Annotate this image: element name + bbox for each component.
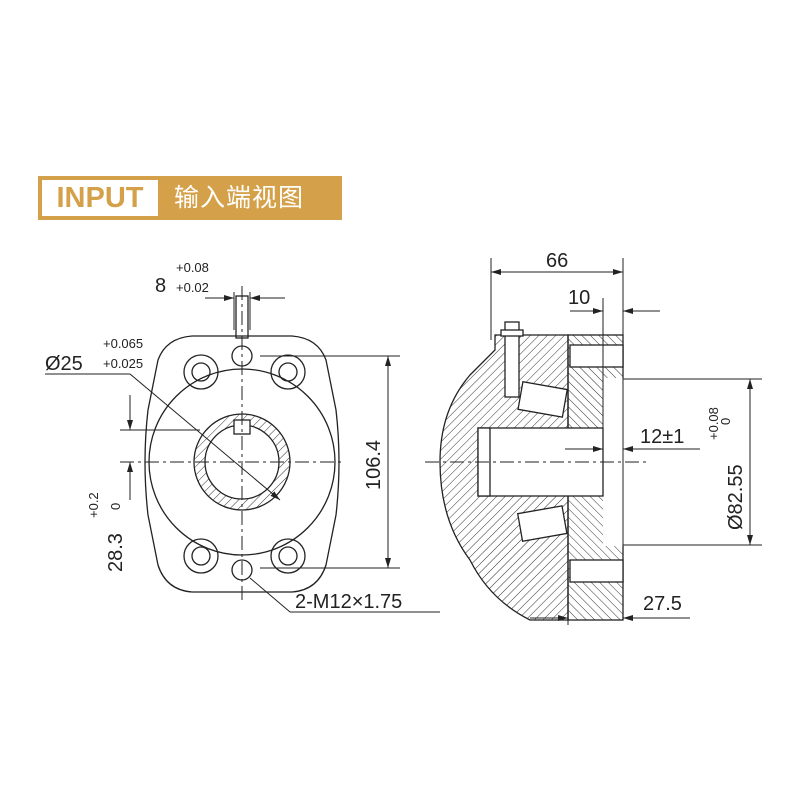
keyway-width: 8 xyxy=(155,275,166,297)
banner-subtitle: 输入端视图 xyxy=(174,184,305,212)
pilot-diameter: Ø82.55 xyxy=(725,464,747,530)
key-height: 28.3 xyxy=(105,533,127,572)
keyway-tol-lower: +0.02 xyxy=(176,280,209,295)
upper-bolt-hole xyxy=(569,344,624,368)
front-view xyxy=(45,286,440,613)
upper-bearing xyxy=(517,381,568,418)
side-view xyxy=(425,258,762,625)
lower-bearing xyxy=(516,505,568,543)
pilot-tol-lower: 0 xyxy=(718,418,733,425)
grease-fitting xyxy=(504,321,520,398)
pilot-tol-upper: +0.08 xyxy=(706,407,721,440)
key-tol-lower: 0 xyxy=(108,503,123,510)
thread-spec: 2-M12×1.75 xyxy=(295,591,402,613)
hole-spacing: 106.4 xyxy=(363,440,385,490)
shaft-tol-lower: +0.025 xyxy=(103,356,143,371)
title-banner: INPUT 输入端视图 xyxy=(38,176,342,220)
shaft-diameter: Ø25 xyxy=(45,353,83,375)
bolt-holes xyxy=(183,345,306,581)
key-tol-upper: +0.2 xyxy=(86,492,101,518)
flange-outline xyxy=(144,335,340,593)
shaft-tol-upper: +0.065 xyxy=(103,336,143,351)
pilot-depth: 27.5 xyxy=(643,593,682,615)
shaft-recess: 12±1 xyxy=(640,426,684,448)
overall-length: 66 xyxy=(546,250,568,272)
lower-bolt-hole xyxy=(569,559,624,583)
flange-thickness: 10 xyxy=(568,287,590,309)
keyway-tol-upper: +0.08 xyxy=(176,260,209,275)
banner-label: INPUT xyxy=(42,180,158,216)
